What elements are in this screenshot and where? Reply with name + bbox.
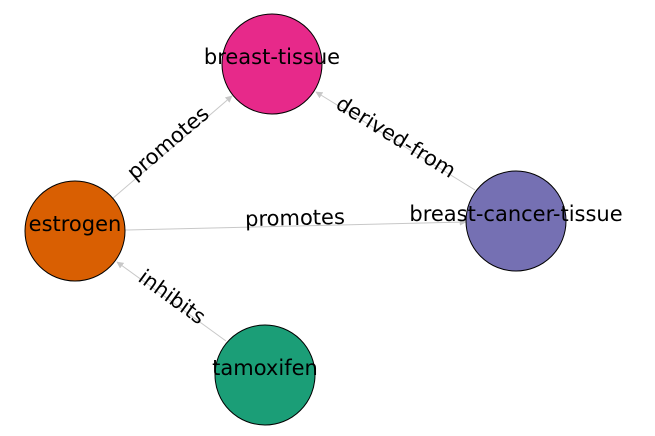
node-circle-breast-cancer-tissue	[465, 170, 567, 272]
node-estrogen[interactable]: estrogen	[24, 180, 126, 282]
nodes: breast-tissue estrogen breast-cancer-tis…	[24, 13, 623, 426]
node-label-breast-cancer-tissue: breast-cancer-tissue	[409, 202, 622, 226]
edge-estrogen-promotes-breast-tissue	[111, 95, 233, 200]
edge-tamoxifen-inhibits-estrogen	[116, 261, 227, 342]
edge-label-promotes-1: promotes	[122, 101, 213, 184]
edge-label-promotes-2: promotes	[245, 205, 345, 231]
edge-label-inhibits: inhibits	[134, 265, 210, 329]
node-tamoxifen[interactable]: tamoxifen	[212, 324, 318, 426]
node-breast-tissue[interactable]: breast-tissue	[204, 13, 340, 115]
node-circle-estrogen	[24, 180, 126, 282]
node-circle-tamoxifen	[214, 324, 316, 426]
node-label-estrogen: estrogen	[29, 212, 122, 236]
node-label-breast-tissue: breast-tissue	[204, 45, 340, 69]
edges	[111, 91, 476, 342]
edge-estrogen-promotes-breast-cancer-tissue	[124, 218, 467, 231]
edge-breast-cancer-tissue-derived-from-breast-tissue	[315, 91, 476, 191]
node-circle-breast-tissue	[221, 13, 323, 115]
node-label-tamoxifen: tamoxifen	[212, 356, 318, 380]
node-breast-cancer-tissue[interactable]: breast-cancer-tissue	[409, 170, 623, 272]
edge-label-derived-from: derived-from	[332, 91, 460, 183]
